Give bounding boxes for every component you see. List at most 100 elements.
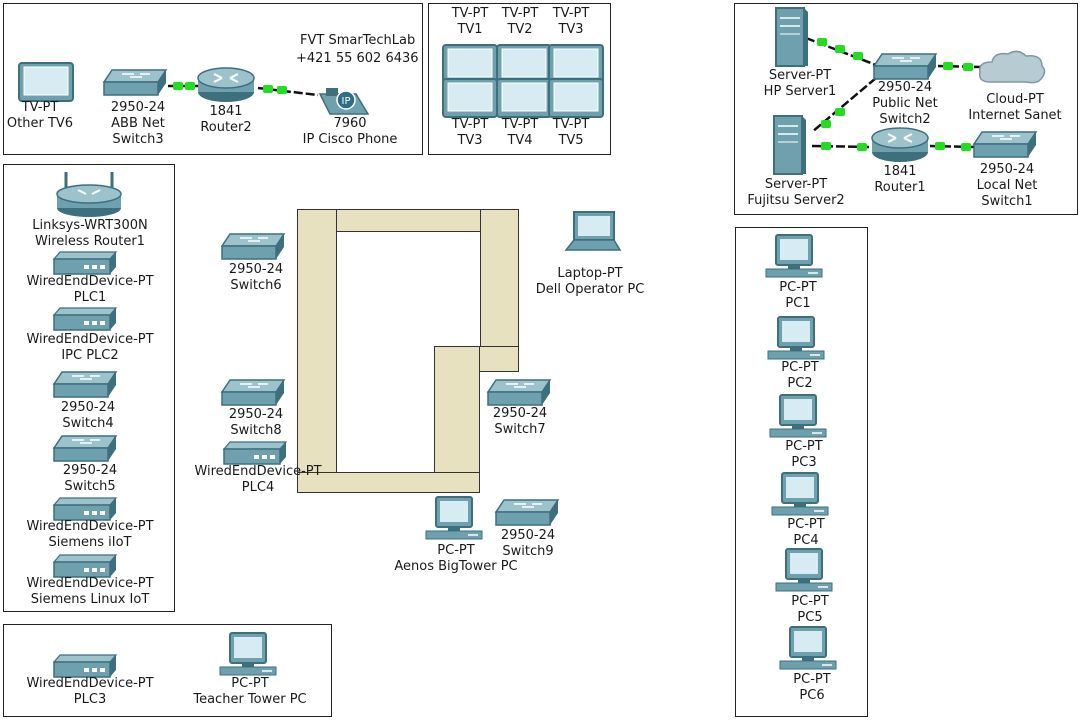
pc2-label-line: PC2 bbox=[787, 376, 813, 391]
phone-label-line: IP Cisco Phone bbox=[302, 132, 398, 147]
switch5-label-line: 2950-24 bbox=[62, 463, 118, 478]
switch6-label-line: Switch6 bbox=[230, 278, 282, 293]
switch1-sw-icon[interactable] bbox=[970, 130, 1038, 164]
switch4-sw-icon[interactable] bbox=[50, 370, 118, 404]
server-hp-label-line: Server-PT bbox=[768, 68, 832, 83]
pc5-label-line: PC-PT bbox=[791, 594, 829, 609]
pc1-label-line: PC-PT bbox=[779, 280, 817, 295]
tv1-top-label-line: TV-PT bbox=[451, 6, 489, 21]
tv4-bot-tv-icon[interactable] bbox=[496, 78, 552, 122]
tv-other6-tv-icon[interactable] bbox=[18, 62, 74, 106]
switch4-label-line: Switch4 bbox=[62, 416, 114, 431]
laptop-label-line: Laptop-PT bbox=[557, 266, 623, 281]
tv2-top-label-line: TV2 bbox=[507, 22, 533, 37]
switch5-sw-icon[interactable] bbox=[50, 434, 118, 468]
router1-label-line: 1841 bbox=[883, 164, 917, 179]
plc4-plc-icon[interactable] bbox=[222, 440, 288, 470]
switch6-sw-icon[interactable] bbox=[218, 232, 286, 266]
switch8-label-line: Switch8 bbox=[230, 423, 282, 438]
plc2-plc-icon[interactable] bbox=[52, 306, 118, 336]
floor-right-lower bbox=[434, 346, 480, 493]
phone-phone-icon[interactable]: IP bbox=[316, 84, 374, 122]
siemens-linux-label-line: Siemens Linux IoT bbox=[30, 592, 150, 607]
switch8-sw-icon[interactable] bbox=[218, 378, 286, 412]
pc4-pc-icon[interactable] bbox=[770, 472, 830, 522]
aenos-pc-label-line: Aenos BigTower PC bbox=[394, 559, 518, 574]
area-servers bbox=[734, 3, 1078, 215]
plc4-label-line: PLC4 bbox=[241, 480, 275, 495]
switch2-label-line: 2950-24 bbox=[877, 80, 933, 95]
cloud-label-line: Cloud-PT bbox=[986, 92, 1044, 107]
siemens-iot-plc-icon[interactable] bbox=[52, 496, 118, 526]
switch3-label-line: Switch3 bbox=[112, 132, 164, 147]
cloud-cloud-icon[interactable] bbox=[976, 48, 1048, 90]
pc6-pc-icon[interactable] bbox=[778, 626, 838, 676]
teacher-pc-pc-icon[interactable] bbox=[218, 632, 278, 682]
router1-router-icon[interactable] bbox=[870, 126, 930, 168]
aenos-pc-label-line: PC-PT bbox=[437, 543, 475, 558]
plc1-label-line: PLC1 bbox=[73, 290, 107, 305]
laptop-laptop-icon[interactable] bbox=[562, 210, 622, 258]
tv3-top-tv-icon[interactable] bbox=[548, 44, 604, 88]
tv2-top-label-line: TV-PT bbox=[501, 6, 539, 21]
router2-router-icon[interactable] bbox=[196, 66, 256, 108]
switch6-label-line: 2950-24 bbox=[228, 262, 284, 277]
switch3-sw-icon[interactable] bbox=[100, 68, 168, 102]
switch9-sw-icon[interactable] bbox=[492, 498, 560, 532]
floor-left-corridor bbox=[297, 209, 337, 493]
switch3-label-line: ABB Net bbox=[111, 116, 165, 131]
switch2-label-line: Public Net bbox=[872, 96, 938, 111]
switch7-sw-icon[interactable] bbox=[484, 378, 552, 412]
tv-other6-label-line: Other TV6 bbox=[6, 116, 74, 131]
lab-phone: +421 55 602 6436 bbox=[296, 51, 419, 66]
switch1-label-line: Local Net bbox=[976, 178, 1038, 193]
pc1-pc-icon[interactable] bbox=[764, 234, 824, 284]
pc2-pc-icon[interactable] bbox=[766, 316, 826, 366]
tv3-bot-tv-icon[interactable] bbox=[442, 78, 498, 122]
server-fujitsu-server-icon[interactable] bbox=[772, 114, 808, 180]
tv3-bot-label-line: TV3 bbox=[457, 133, 483, 148]
tv2-top-tv-icon[interactable] bbox=[496, 44, 552, 88]
pc1-label-line: PC1 bbox=[785, 296, 811, 311]
tv5-bot-tv-icon[interactable] bbox=[548, 78, 604, 122]
pc4-label-line: PC4 bbox=[793, 533, 819, 548]
siemens-linux-plc-icon[interactable] bbox=[52, 553, 118, 583]
pc5-pc-icon[interactable] bbox=[774, 548, 834, 598]
area-top-left bbox=[3, 3, 423, 155]
switch9-label-line: 2950-24 bbox=[500, 528, 556, 543]
switch9-label-line: Switch9 bbox=[502, 544, 554, 559]
plc1-plc-icon[interactable] bbox=[52, 250, 118, 280]
server-hp-server-icon[interactable] bbox=[774, 6, 810, 72]
pc3-pc-icon[interactable] bbox=[768, 394, 828, 444]
aenos-pc-pc-icon[interactable] bbox=[424, 496, 484, 546]
plc3-plc-icon[interactable] bbox=[52, 653, 118, 683]
teacher-pc-label-line: PC-PT bbox=[231, 676, 269, 691]
switch4-label-line: 2950-24 bbox=[60, 400, 116, 415]
tv3-top-label-line: TV-PT bbox=[552, 6, 590, 21]
router1-label-line: Router1 bbox=[874, 180, 926, 195]
switch7-label-line: 2950-24 bbox=[492, 406, 548, 421]
switch2-sw-icon[interactable] bbox=[870, 52, 938, 86]
wrt-wrt-icon[interactable] bbox=[54, 170, 124, 222]
pc6-label-line: PC6 bbox=[799, 688, 825, 703]
floor-bottom-corridor bbox=[297, 472, 480, 493]
switch1-label-line: 2950-24 bbox=[979, 162, 1035, 177]
tv3-top-label-line: TV3 bbox=[558, 22, 584, 37]
tv1-top-label-line: TV1 bbox=[457, 22, 483, 37]
